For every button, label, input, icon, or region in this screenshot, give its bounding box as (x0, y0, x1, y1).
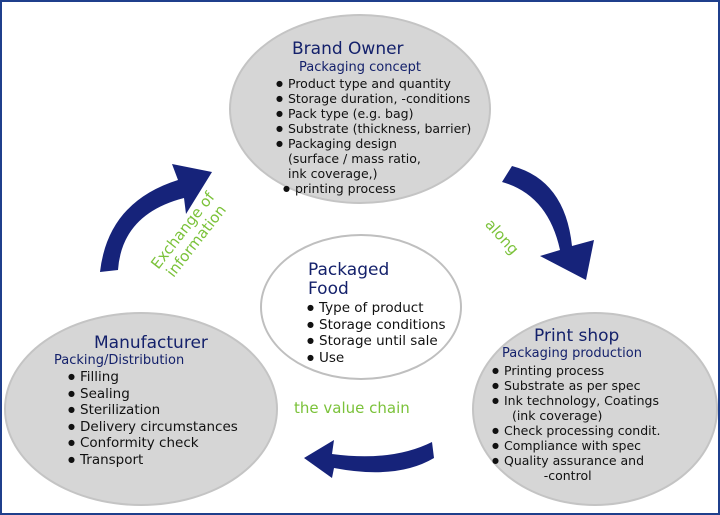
brand-owner-item: ink coverage,) (288, 166, 378, 181)
manufacturer-subtitle: Packing/Distribution (54, 353, 185, 368)
print-shop-title: Print shop (534, 326, 620, 346)
manufacturer-item: Filling (68, 369, 238, 386)
manufacturer-item: Delivery circumstances (68, 419, 238, 436)
print-shop-item: Check processing condit. (492, 423, 661, 438)
brand-owner-item: Storage duration, -conditions (276, 91, 471, 106)
brand-owner-item: Substrate (thickness, barrier) (276, 121, 471, 136)
print-shop-item: Printing process (492, 363, 661, 378)
packaged-food-title-line2: Food (308, 279, 349, 299)
print-shop-item: Compliance with spec (492, 438, 661, 453)
brand-owner-title: Brand Owner (292, 39, 404, 59)
arrow-brand-to-print-shop (502, 166, 594, 280)
packaged-food-list: Type of productStorage conditionsStorage… (307, 300, 446, 366)
brand-owner-list: Product type and quantityStorage duratio… (276, 76, 471, 181)
brand-owner-subtitle: Packaging concept (299, 60, 421, 75)
brand-owner-last-list: printing process (283, 181, 396, 196)
manufacturer-title: Manufacturer (94, 333, 208, 353)
manufacturer-item: Sealing (68, 386, 238, 403)
print-shop-list: Printing processSubstrate as per specInk… (492, 363, 661, 483)
packaged-food-item: Storage conditions (307, 317, 446, 334)
packaged-food-item: Use (307, 350, 446, 367)
brand-owner-item: (surface / mass ratio, (288, 151, 421, 166)
print-shop-ellipse (472, 312, 718, 506)
brand-owner-item: Packaging design (276, 136, 471, 151)
brand-owner-item: Product type and quantity (276, 76, 471, 91)
manufacturer-item: Sterilization (68, 402, 238, 419)
packaged-food-item: Type of product (307, 300, 446, 317)
arrow-manufacturer-to-brand (100, 164, 212, 272)
arrow-print-shop-to-manufacturer (304, 440, 434, 478)
print-shop-item: Substrate as per spec (492, 378, 661, 393)
manufacturer-list: FillingSealingSterilizationDelivery circ… (68, 369, 238, 468)
manufacturer-item: Transport (68, 452, 238, 469)
print-shop-item: -control (504, 468, 592, 483)
manufacturer-item: Conformity check (68, 435, 238, 452)
brand-owner-last-item: printing process (283, 181, 396, 196)
value-chain-label: the value chain (294, 399, 410, 417)
packaged-food-item: Storage until sale (307, 333, 446, 350)
print-shop-item: (ink coverage) (504, 408, 603, 423)
print-shop-item: Ink technology, Coatings (492, 393, 661, 408)
packaged-food-title-line1: Packaged (308, 260, 390, 280)
brand-owner-item: Pack type (e.g. bag) (276, 106, 471, 121)
print-shop-subtitle: Packaging production (502, 346, 642, 361)
print-shop-item: Quality assurance and (492, 453, 661, 468)
